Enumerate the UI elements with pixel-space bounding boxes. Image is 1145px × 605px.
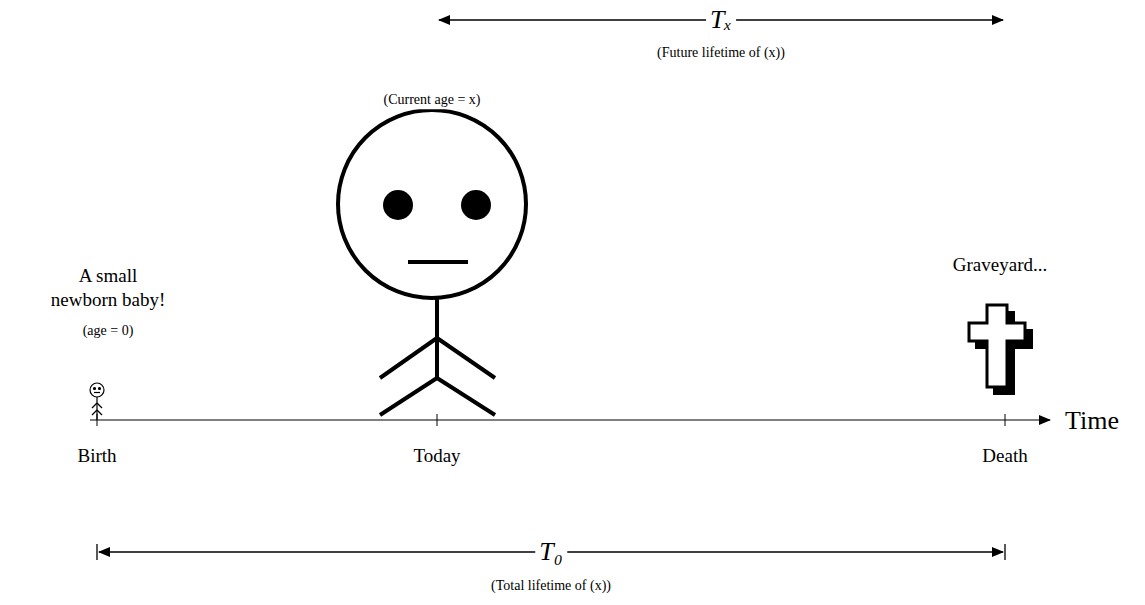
axis-label: Death — [978, 444, 1031, 468]
label-holder: Tₓ — [706, 4, 736, 37]
label-holder: A small newborn baby! — [45, 264, 170, 312]
time-axis — [90, 419, 1050, 420]
lifetime-caption: (Future lifetime of (x)) — [653, 44, 789, 62]
axis-title: Time — [1061, 405, 1123, 438]
today-tick — [437, 414, 438, 426]
lifetime-caption: (Total lifetime of (x)) — [487, 577, 615, 595]
lifetime-symbol: T₀ — [535, 536, 567, 569]
grave-cross — [969, 305, 1033, 395]
label-holder: Graveyard... — [949, 253, 1051, 277]
arrow-end-bar — [96, 544, 97, 560]
label-holder: (Current age = x) — [380, 91, 485, 109]
death-tick — [1005, 414, 1006, 426]
lifetime-symbol: Tₓ — [706, 4, 736, 37]
label-holder: Birth — [73, 444, 120, 468]
stick-figure — [338, 110, 526, 415]
arrow-end-bar — [1004, 544, 1005, 560]
label-holder: Today — [409, 444, 464, 468]
baby-figure — [90, 383, 104, 420]
label-holder: Death — [978, 444, 1031, 468]
axis-label: Today — [409, 444, 464, 468]
label-holder: (Total lifetime of (x)) — [487, 577, 615, 595]
label-holder: (age = 0) — [79, 322, 138, 340]
baby-caption: A small newborn baby! — [45, 264, 170, 312]
label-holder: (Future lifetime of (x)) — [653, 44, 789, 62]
label-holder: T₀ — [535, 536, 567, 569]
label-holder: Time — [1061, 405, 1123, 438]
axis-label: Birth — [73, 444, 120, 468]
grave-caption: Graveyard... — [949, 253, 1051, 277]
age-caption: (Current age = x) — [380, 91, 485, 109]
age-caption: (age = 0) — [79, 322, 138, 340]
